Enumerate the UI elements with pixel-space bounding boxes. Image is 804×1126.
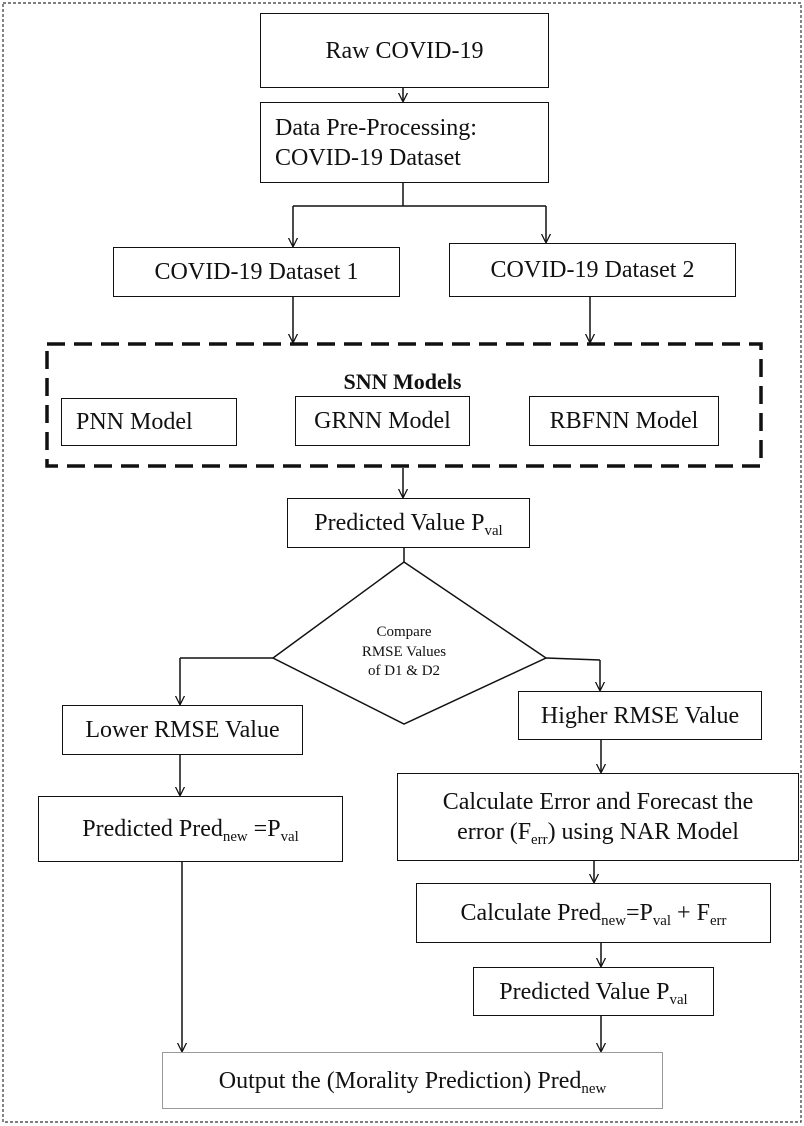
calculate-pred-mid: =P: [625, 900, 653, 926]
higher-rmse-box: Higher RMSE Value: [518, 691, 762, 740]
output-label: Output the (Morality Prediction) Prednew: [218, 1066, 607, 1097]
calculate-pred-box: Calculate Prednew=Pval + Ferr: [416, 883, 771, 943]
grnn-model-box: GRNN Model: [295, 396, 470, 446]
compare-decision-text: Compare RMSE Values of D1 & D2: [320, 623, 488, 682]
calculate-error-sub: err: [531, 832, 548, 849]
predicted-value-sub: val: [484, 523, 503, 540]
predicted-value-2-box: Predicted Value Pval: [473, 967, 714, 1016]
calculate-error-line2: error (Ferr) using NAR Model: [457, 817, 739, 849]
dataset1-label: COVID-19 Dataset 1: [154, 259, 359, 285]
calculate-pred-label: Calculate Prednew=Pval + Ferr: [460, 898, 727, 930]
calculate-error-box: Calculate Error and Forecast the error (…: [397, 773, 799, 861]
predicted-new-sub1: new: [222, 829, 248, 846]
predicted-new-label: Predicted Prednew =Pval: [82, 814, 299, 846]
lower-rmse-box: Lower RMSE Value: [62, 705, 303, 755]
predicted-new-pre: Predicted Pred: [82, 816, 223, 842]
predicted-value-2-label: Predicted Value Pval: [499, 977, 688, 1008]
calculate-pred-mid2: + F: [671, 900, 710, 926]
rbfnn-model-label: RBFNN Model: [549, 408, 699, 434]
predicted-value-2-text: Predicted Value P: [499, 978, 670, 1005]
calculate-pred-sub2: val: [652, 913, 672, 930]
higher-rmse-label: Higher RMSE Value: [540, 702, 740, 729]
calculate-error-pre: error (F: [457, 819, 532, 845]
raw-covid-box: Raw COVID-19: [260, 13, 549, 88]
raw-covid-label: Raw COVID-19: [325, 37, 484, 64]
pnn-model-box: PNN Model: [61, 398, 237, 446]
snn-models-title: SNN Models: [343, 369, 462, 394]
rbfnn-model-box: RBFNN Model: [529, 396, 719, 446]
calculate-pred-pre: Calculate Pred: [460, 900, 602, 926]
predicted-value-text: Predicted Value P: [314, 510, 485, 536]
preprocessing-line2: COVID-19 Dataset: [275, 144, 461, 171]
preprocessing-line1: Data Pre-Processing:: [275, 114, 477, 141]
predicted-new-mid: =P: [247, 816, 281, 842]
dataset2-box: COVID-19 Dataset 2: [449, 243, 736, 297]
lower-rmse-label: Lower RMSE Value: [85, 717, 280, 743]
connector-higher-branch: [545, 657, 601, 661]
grnn-model-label: GRNN Model: [314, 408, 451, 434]
pnn-model-label: PNN Model: [76, 409, 193, 435]
compare-decision-diamond: [271, 561, 548, 725]
predicted-value-label: Predicted Value Pval: [314, 508, 503, 540]
predicted-value-2-sub: val: [669, 991, 688, 1008]
compare-line1: Compare: [376, 624, 432, 640]
predicted-value-box: Predicted Value Pval: [287, 498, 530, 548]
calculate-pred-sub3: err: [709, 913, 727, 930]
preprocessing-box: Data Pre-Processing: COVID-19 Dataset: [260, 102, 549, 183]
calculate-error-line1: Calculate Error and Forecast the: [442, 789, 754, 815]
calculate-pred-sub1: new: [601, 913, 626, 930]
output-text: Output the (Morality Prediction) Pred: [218, 1067, 582, 1094]
compare-line2: RMSE Values: [361, 643, 447, 660]
dataset1-box: COVID-19 Dataset 1: [113, 247, 400, 297]
predicted-new-sub2: val: [280, 829, 299, 846]
calculate-error-post: ) using NAR Model: [547, 819, 739, 845]
compare-line3: of D1 & D2: [367, 663, 441, 679]
predicted-new-box: Predicted Prednew =Pval: [38, 796, 343, 862]
dataset2-label: COVID-19 Dataset 2: [490, 257, 695, 283]
output-box: Output the (Morality Prediction) Prednew: [162, 1052, 663, 1109]
snn-models-container: [45, 342, 763, 468]
output-sub: new: [581, 1080, 607, 1097]
